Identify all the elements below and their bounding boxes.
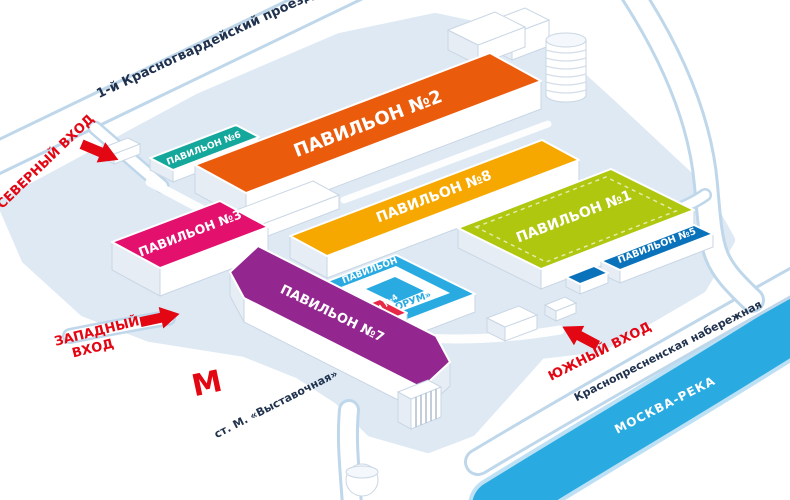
north-street-road [0, 0, 357, 172]
tank-building [345, 463, 379, 497]
facade-stripes [415, 389, 437, 427]
west-entrance-arrow [139, 307, 180, 329]
south-entrance-arrow [562, 325, 601, 350]
pavilion-7[interactable]: ПАВИЛЬОН №7 [229, 245, 451, 414]
pavilion-7-striped-annex [396, 379, 443, 430]
tank-top [345, 465, 379, 479]
pavilion-3[interactable]: ПАВИЛЬОН №3 [111, 200, 269, 297]
pavilion-1-roof-trim [474, 176, 678, 263]
east-road [624, 0, 762, 310]
tower-ribs [545, 49, 587, 94]
tower-top [545, 32, 587, 48]
pavilion-2-roof[interactable] [194, 52, 542, 194]
arrow-icon [79, 139, 119, 163]
pavilion-5-roof[interactable] [600, 224, 714, 271]
moskva-river [468, 291, 790, 500]
tower-building [545, 32, 587, 103]
tower-body [545, 39, 587, 103]
arrow-icon [562, 325, 601, 350]
pavilion-6-roof[interactable] [149, 124, 260, 171]
service-building-south-1 [485, 305, 539, 342]
pavilion-7-annex-roof [396, 379, 443, 400]
service-building-south-1-roof [485, 305, 539, 328]
walkway-between-2-8 [340, 120, 552, 204]
pavilion-8-roof[interactable] [289, 139, 580, 257]
south-service-road [339, 402, 360, 500]
pavilion-5-annex [565, 265, 609, 295]
pavilion-3-roof[interactable] [111, 200, 269, 269]
north-entrance-arrow [79, 139, 119, 163]
river-water [472, 296, 790, 500]
pavilion-forum-roof-core[interactable] [366, 277, 424, 303]
pavilion-7-roof[interactable] [229, 245, 451, 389]
metro-station[interactable]: М ст. М. «Выставочная» [189, 364, 340, 441]
metro-logo-icon[interactable]: М [189, 364, 225, 404]
metro-station-label: ст. М. «Выставочная» [212, 367, 340, 441]
service-building-south-2-roof [543, 296, 578, 312]
arrow-icon [139, 307, 180, 329]
pavilion-1-roof[interactable] [457, 168, 695, 270]
service-building-south-2 [543, 296, 578, 322]
pavilion-5-annex-roof [565, 265, 609, 285]
service-building-ne-front-roof [446, 11, 527, 46]
